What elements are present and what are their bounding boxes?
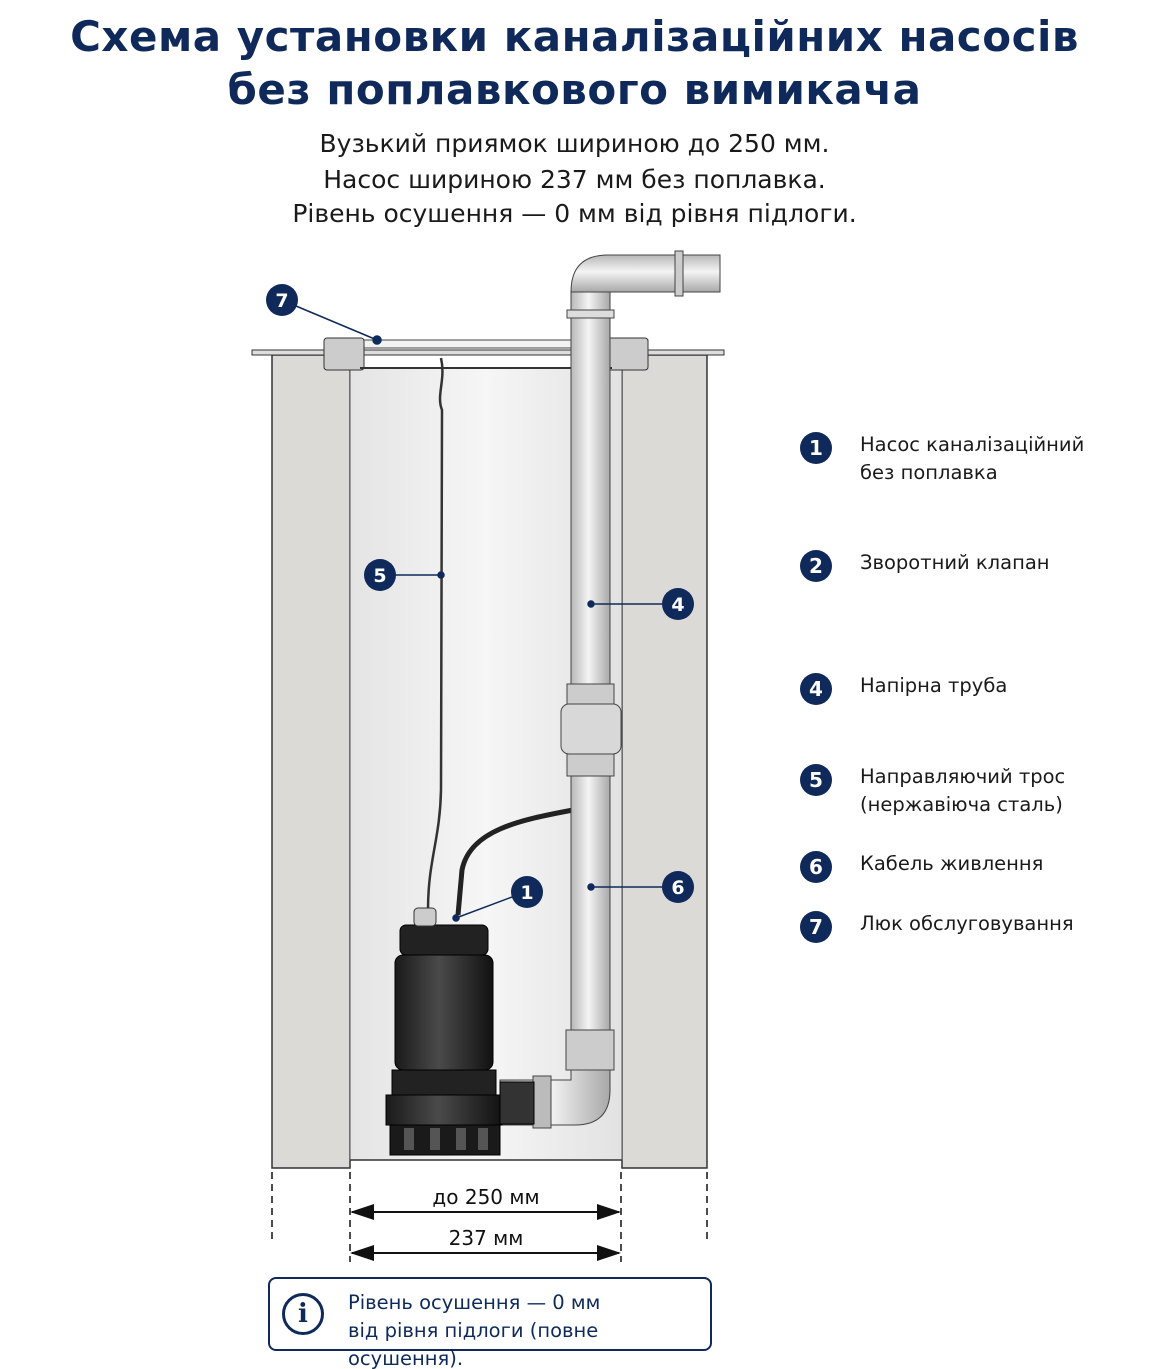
callout-7-badge <box>266 284 298 316</box>
pit-width-label: до 250 мм <box>432 1185 539 1209</box>
title-line-1: Схема установки каналізаційних насосів <box>70 12 1079 61</box>
legend-label: Напірна труба <box>860 674 1008 697</box>
subtitle-line-1: Вузький приямок шириною до 250 мм. <box>319 129 830 158</box>
check-valve <box>560 703 622 755</box>
legend-item-7: 7 Люк обслуговування <box>800 911 1074 943</box>
callout-5: 5 <box>373 565 386 587</box>
legend-badge: 1 <box>800 432 832 464</box>
legend-label-2: без поплавка <box>860 461 998 484</box>
power-cable <box>455 807 574 916</box>
subtitle-line-2: Насос шириною 237 мм без поплавка. <box>323 165 826 194</box>
callout-6: 6 <box>671 877 684 899</box>
legend-label: Зворотний клапан <box>860 551 1050 574</box>
pump <box>385 907 535 1156</box>
check-valve-nut-top <box>566 683 615 705</box>
legend-label-2: (нержавіюча сталь) <box>860 793 1063 816</box>
callout-1: 1 <box>520 882 533 904</box>
pump-width-label: 237 мм <box>449 1226 524 1250</box>
legend-badge: 5 <box>800 764 832 796</box>
subtitle-line-3: Рівень осушення — 0 мм від рівня підлоги… <box>292 199 857 228</box>
legend-badge: 6 <box>800 851 832 883</box>
concrete-wall-right <box>621 354 708 1169</box>
legend-item-1: 1 Насос каналізаційний без поплавка <box>800 432 1084 487</box>
info-line-2: від рівня підлоги (повне осушення). <box>348 1319 599 1369</box>
legend-badge: 2 <box>800 550 832 582</box>
title-line-2: без поплавкового вимикача <box>227 65 922 114</box>
info-box: i Рівень осушення — 0 мм від рівня підло… <box>268 1277 712 1369</box>
info-icon: i <box>282 1293 324 1335</box>
legend-item-5: 5 Направляючий трос (нержавіюча сталь) <box>800 764 1065 819</box>
service-hatch <box>323 337 649 371</box>
legend-label: Люк обслуговування <box>860 912 1074 935</box>
legend-item-6: 6 Кабель живлення <box>800 851 1043 883</box>
callout-4: 4 <box>671 594 684 616</box>
guide-rope <box>426 357 444 911</box>
legend-item-2: 2 Зворотний клапан <box>800 550 1050 582</box>
legend-item-4: 4 Напірна труба <box>800 673 1007 705</box>
legend-label: Кабель живлення <box>860 852 1044 875</box>
legend-label: Направляючий трос <box>860 765 1066 788</box>
info-line-1: Рівень осушення — 0 мм <box>348 1291 601 1314</box>
discharge-pipe <box>499 250 721 1129</box>
concrete-wall-left <box>271 354 351 1169</box>
legend-label: Насос каналізаційний <box>860 433 1085 456</box>
legend-badge: 7 <box>800 911 832 943</box>
callout-7: 7 <box>275 290 288 312</box>
legend-badge: 4 <box>800 673 832 705</box>
